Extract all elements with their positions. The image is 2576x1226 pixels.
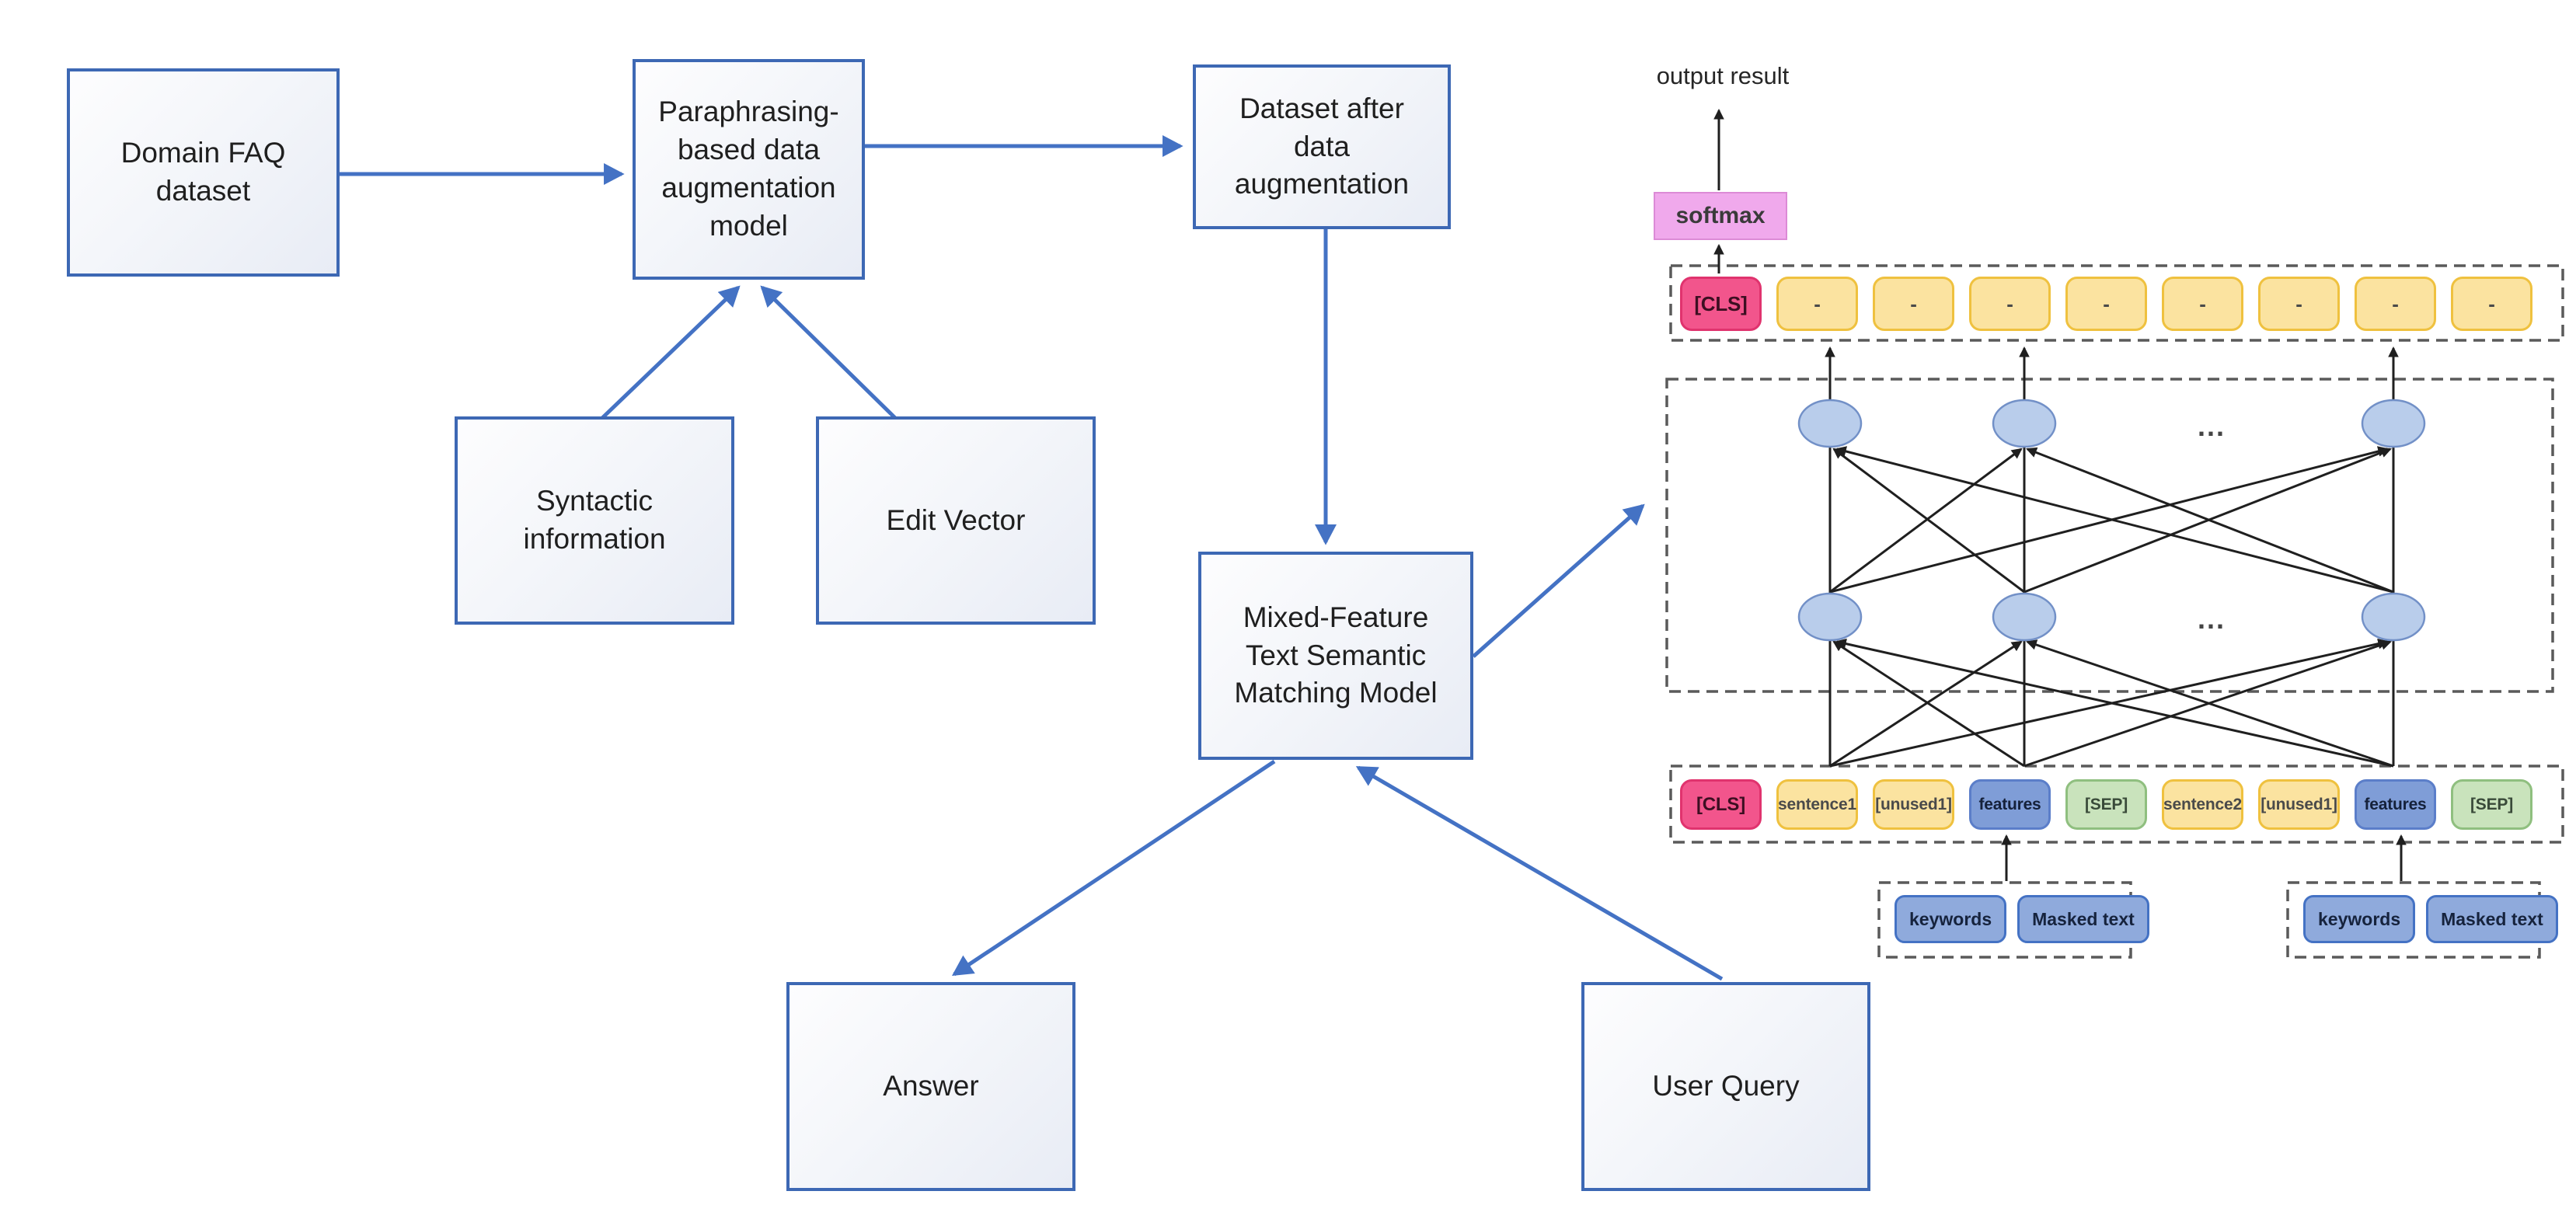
ellipsis-top: ... xyxy=(2198,410,2226,442)
net-edge xyxy=(2026,447,2394,594)
token-blank: - xyxy=(1873,277,1954,331)
token-blank: - xyxy=(2258,277,2340,331)
neuron-node xyxy=(2361,592,2426,642)
token-cls: [CLS] xyxy=(1680,277,1762,331)
keyword-box-maskedtext: Masked text xyxy=(2017,895,2149,943)
neuron-node xyxy=(1797,399,1863,448)
input-token-row: [CLS] sentence1 [unused1] features [SEP] sent… xyxy=(1680,779,2532,830)
arrow-mixed-to-network xyxy=(1472,503,1645,658)
net-edge xyxy=(1829,640,2023,768)
token-sentence1: sentence1 xyxy=(1776,779,1858,830)
box-domain-faq-dataset: Domain FAQ dataset xyxy=(67,68,340,277)
output-result-label: output result xyxy=(1656,62,1790,89)
ellipsis-bottom: ... xyxy=(2198,603,2226,635)
token-blank: - xyxy=(2355,277,2436,331)
token-sep: [SEP] xyxy=(2451,779,2532,830)
arrow-syntactic-to-paraphrasing xyxy=(601,285,741,420)
token-cls: [CLS] xyxy=(1680,779,1762,830)
token-blank: - xyxy=(2162,277,2243,331)
neuron-node xyxy=(2361,399,2426,448)
neuron-node xyxy=(1992,592,2057,642)
token-blank: - xyxy=(2065,277,2147,331)
neuron-node xyxy=(1797,592,1863,642)
token-features: features xyxy=(1969,779,2051,830)
box-mixed-feature-model: Mixed-Feature Text Semantic Matching Mod… xyxy=(1198,552,1473,760)
token-sentence2: sentence2 xyxy=(2162,779,2243,830)
net-edge xyxy=(2026,639,2394,768)
box-dataset-after-augmentation: Dataset after data augmentation xyxy=(1193,64,1451,229)
net-edge xyxy=(1832,448,2025,594)
box-syntactic-information: Syntactic information xyxy=(455,416,734,625)
box-edit-vector: Edit Vector xyxy=(816,416,1096,625)
token-sep: [SEP] xyxy=(2065,779,2147,830)
output-token-row: [CLS]-------- xyxy=(1680,277,2532,331)
keyword-box-keywords: keywords xyxy=(2303,895,2416,943)
token-features: features xyxy=(2355,779,2436,830)
neuron-node xyxy=(1992,399,2057,448)
net-edge xyxy=(1832,640,2025,768)
arrow-query-to-mixed xyxy=(1355,765,1724,981)
arrow-mixed-to-answer xyxy=(951,759,1276,977)
network-layer-container xyxy=(1665,378,2554,693)
token-unused1: [unused1] xyxy=(1873,779,1954,830)
box-answer: Answer xyxy=(786,982,1075,1191)
arrow-editvector-to-paraphrasing xyxy=(760,285,897,420)
net-edge xyxy=(1835,638,2394,768)
token-blank: - xyxy=(1969,277,2051,331)
net-edge xyxy=(1829,448,2023,594)
box-user-query: User Query xyxy=(1581,982,1870,1191)
keyword-box-keywords: keywords xyxy=(1895,895,2007,943)
net-edge xyxy=(1835,446,2394,594)
softmax-box: softmax xyxy=(1654,192,1787,240)
token-unused1: [unused1] xyxy=(2258,779,2340,830)
net-edge xyxy=(1829,446,2390,594)
token-blank: - xyxy=(1776,277,1858,331)
box-paraphrasing-model: Paraphrasing- based data augmentation mo… xyxy=(633,59,865,280)
net-edge xyxy=(1829,638,2390,768)
token-blank: - xyxy=(2451,277,2532,331)
keyword-box-maskedtext: Masked text xyxy=(2426,895,2558,943)
